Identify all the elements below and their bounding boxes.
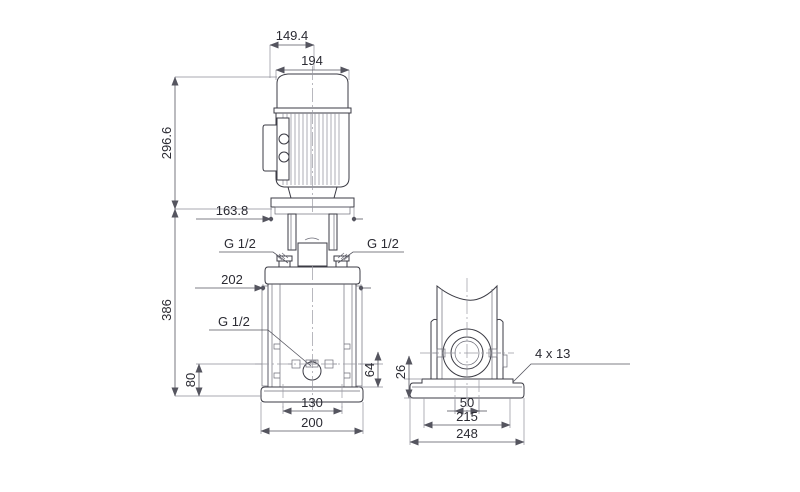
dim-label-64: 64 <box>362 363 377 377</box>
dim-386: 386 <box>159 208 262 397</box>
dim-label-194: 194 <box>301 53 323 68</box>
dim-194: 194 <box>275 53 350 80</box>
dim-label-248: 248 <box>456 426 478 441</box>
dim-label-149-4: 149.4 <box>276 28 309 43</box>
callout-bolt-holes: 4 x 13 <box>512 346 630 383</box>
dim-label-386: 386 <box>159 299 174 321</box>
callout-label-bolt-holes: 4 x 13 <box>535 346 570 361</box>
dim-149-4: 149.4 <box>269 28 315 78</box>
dim-label-200: 200 <box>301 415 323 430</box>
callout-port-left: G 1/2 <box>219 236 289 264</box>
dim-130: 130 <box>282 395 343 415</box>
dim-label-296-6: 296.6 <box>159 127 174 160</box>
callout-drain: G 1/2 <box>209 314 312 367</box>
end-view <box>409 278 525 412</box>
dim-label-215: 215 <box>456 409 478 424</box>
dim-163-8: 163.8 <box>196 203 363 223</box>
dim-64: 64 <box>358 351 383 388</box>
dim-label-26: 26 <box>393 365 408 379</box>
dim-202: 202 <box>195 272 371 292</box>
dim-80: 80 <box>183 363 262 397</box>
dim-26: 26 <box>393 355 422 399</box>
dim-label-50: 50 <box>460 395 474 410</box>
callout-port-right: G 1/2 <box>337 236 404 264</box>
dim-200: 200 <box>260 402 364 435</box>
dim-label-202: 202 <box>221 272 243 287</box>
callout-label-port-left: G 1/2 <box>224 236 256 251</box>
dim-50: 50 <box>447 395 487 415</box>
front-view-coupling <box>264 213 361 285</box>
dim-248: 248 <box>409 398 525 446</box>
dim-label-130: 130 <box>301 395 323 410</box>
motor-cooling-fins <box>282 113 340 185</box>
front-view-motor <box>262 66 355 215</box>
dim-label-163-8: 163.8 <box>216 203 249 218</box>
dim-215: 215 <box>423 398 511 429</box>
dim-label-80: 80 <box>183 373 198 387</box>
callout-label-port-right: G 1/2 <box>367 236 399 251</box>
front-view-chamber <box>255 266 378 410</box>
callout-label-drain: G 1/2 <box>218 314 250 329</box>
dim-296-6: 296.6 <box>159 76 277 210</box>
